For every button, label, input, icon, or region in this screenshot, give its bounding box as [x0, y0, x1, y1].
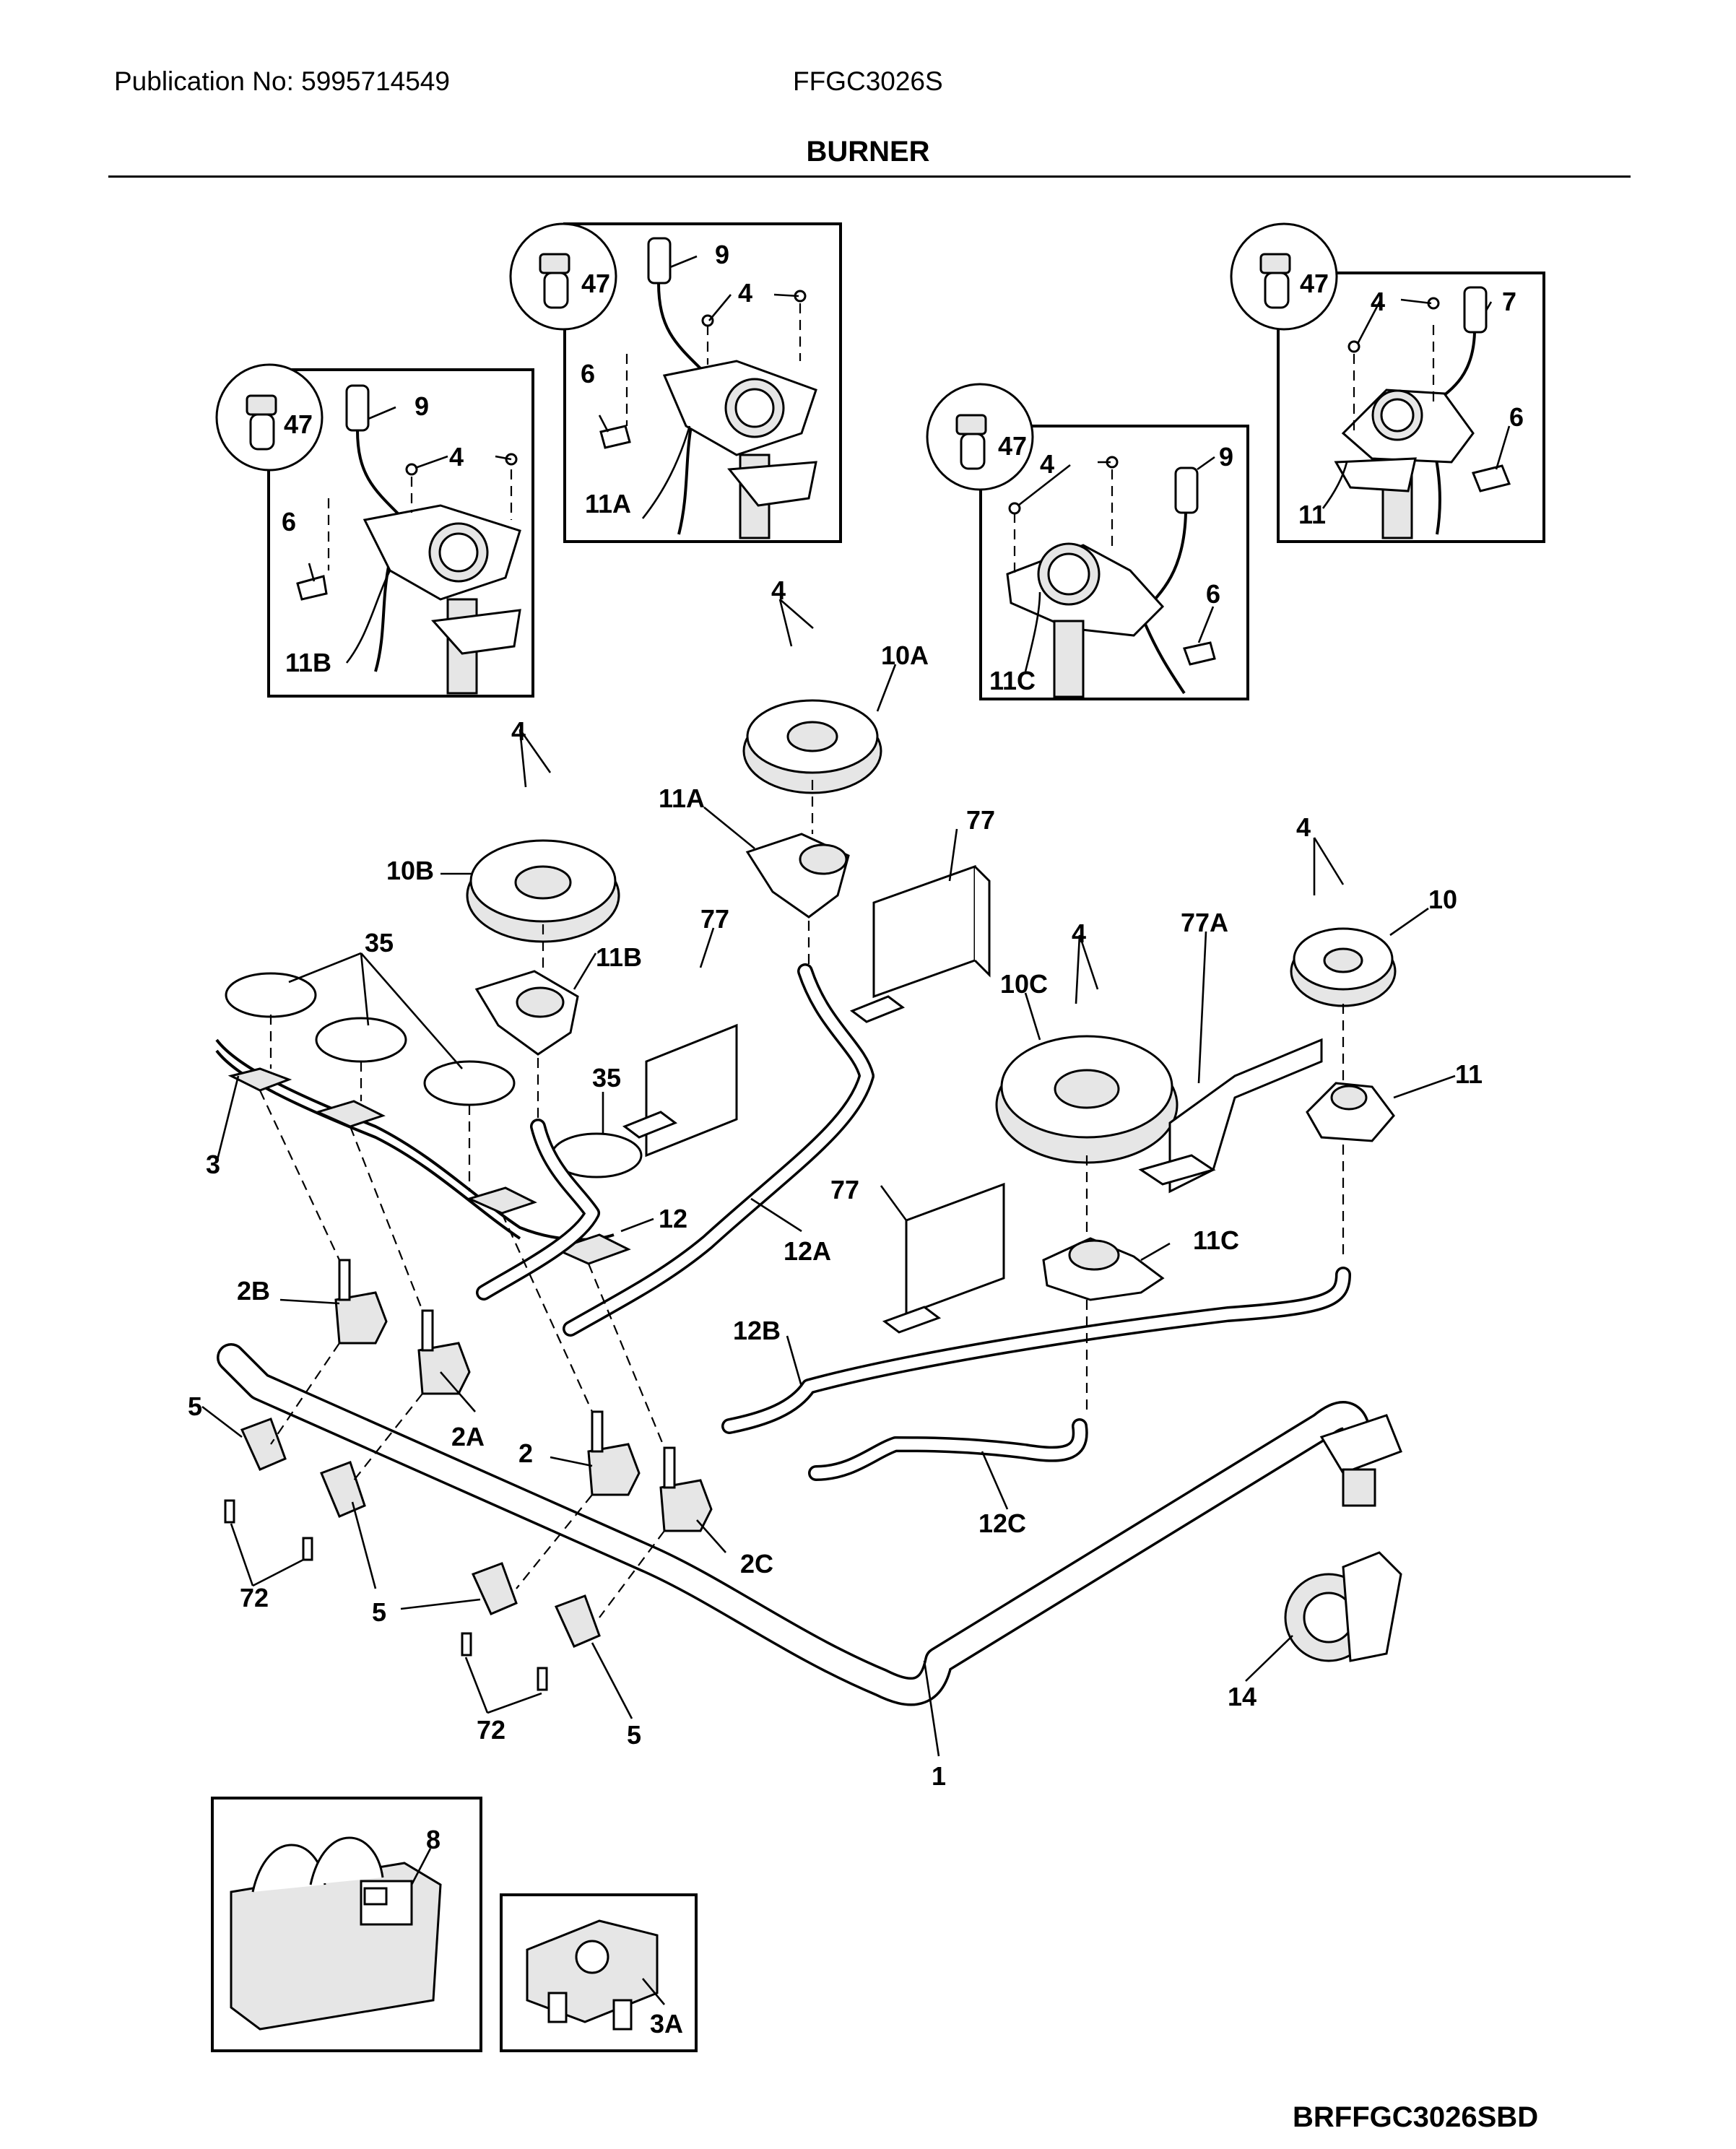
callout-72-right: 72 [477, 1715, 505, 1745]
callout-7-inset-11: 7 [1502, 287, 1516, 316]
callout-2c: 2C [740, 1549, 773, 1579]
inset-11a [509, 222, 842, 543]
callout-10a: 10A [881, 641, 929, 670]
callout-10: 10 [1428, 885, 1457, 914]
callout-3a: 3A [650, 2009, 683, 2039]
callout-2a: 2A [451, 1422, 485, 1451]
callout-labels: 47 9 4 6 11B 47 9 4 6 11A 47 9 4 6 11C 4… [188, 240, 1524, 2039]
inset-8 [211, 1797, 482, 2052]
callout-77-mid: 77 [700, 904, 729, 934]
callout-4-inset-11b: 4 [449, 442, 464, 472]
burner-head-10b [466, 839, 620, 943]
diagram-code: BRFFGC3026SBD [1293, 2101, 1539, 2133]
burner-base-11a [745, 833, 850, 919]
callout-4-inset-11a: 4 [738, 278, 752, 308]
clips-and-screws [224, 1418, 601, 1691]
callout-10b: 10B [386, 856, 434, 885]
inset-11b [215, 363, 534, 698]
callout-11: 11 [1455, 1059, 1483, 1089]
header-rule [108, 175, 1631, 178]
model-number: FFGC3026S [793, 66, 943, 96]
burner-head-10 [1290, 927, 1397, 1007]
callout-9-inset-11c: 9 [1219, 442, 1233, 472]
bracket-77-c [882, 1182, 1005, 1334]
callout-47-inset-11b: 47 [284, 409, 313, 439]
callout-77-bottom: 77 [830, 1175, 859, 1204]
callout-11c-inset: 11C [989, 666, 1036, 695]
callout-2: 2 [518, 1438, 533, 1468]
callout-77-top: 77 [966, 805, 995, 835]
callout-1: 1 [932, 1761, 946, 1791]
callout-8: 8 [426, 1825, 440, 1854]
bracket-77-b [622, 1023, 738, 1158]
inset-3a [500, 1893, 698, 2052]
callout-4-burner-10: 4 [1296, 812, 1311, 842]
callout-11b: 11B [596, 942, 642, 972]
callout-6-inset-11: 6 [1509, 402, 1524, 432]
publication-number: Publication No: 5995714549 [114, 66, 450, 96]
burner-base-11 [1306, 1082, 1395, 1142]
callout-6-inset-11b: 6 [282, 507, 296, 537]
inset-11 [1230, 222, 1545, 543]
callout-9-inset-11a: 9 [715, 240, 729, 269]
callout-47-inset-11: 47 [1300, 269, 1329, 298]
callout-47-inset-11a: 47 [581, 269, 610, 298]
callout-4-burner-10a: 4 [771, 576, 786, 605]
callout-11a: 11A [659, 783, 705, 813]
callout-9-inset-11b: 9 [415, 391, 429, 421]
tubes [476, 963, 1351, 1481]
callout-3: 3 [206, 1150, 220, 1179]
callout-11c: 11C [1193, 1225, 1239, 1255]
callout-47-inset-11c: 47 [998, 431, 1027, 461]
callout-12b: 12B [733, 1316, 781, 1345]
callout-35-top: 35 [365, 928, 394, 958]
manifold-pipe-1 [217, 1343, 1402, 1706]
leader-lines [201, 255, 1511, 2005]
callout-12a: 12A [784, 1236, 831, 1266]
burner-head-10c [995, 1035, 1179, 1164]
burner-base-11b [474, 970, 579, 1056]
callout-72-left: 72 [240, 1583, 269, 1612]
callout-12c: 12C [978, 1508, 1026, 1538]
callout-14: 14 [1228, 1682, 1257, 1711]
callout-4-burner-10c: 4 [1072, 919, 1086, 948]
page-title: BURNER [806, 136, 930, 168]
alignment-lines [259, 780, 1345, 1618]
callout-4-inset-11: 4 [1371, 287, 1385, 316]
burner-base-11c [1042, 1237, 1165, 1301]
valves [334, 1259, 713, 1532]
inset-11c [926, 383, 1249, 700]
callout-4-inset-11c: 4 [1040, 449, 1054, 479]
bracket-77-a [849, 864, 991, 1023]
callout-5-right: 5 [627, 1720, 641, 1750]
callout-12: 12 [659, 1204, 687, 1233]
callout-5-mid: 5 [372, 1597, 386, 1627]
callout-2b: 2B [237, 1276, 270, 1306]
callout-11-inset: 11 [1298, 500, 1326, 529]
burner-head-10a [742, 699, 882, 794]
callout-11b-inset: 11B [285, 648, 331, 677]
bracket-77a [1138, 1038, 1323, 1194]
callout-11a-inset: 11A [585, 489, 631, 518]
regulator-14 [1284, 1551, 1402, 1662]
heat-shields-35 [225, 972, 643, 1178]
callout-10c: 10C [1000, 969, 1048, 999]
callout-35-bottom: 35 [592, 1063, 621, 1093]
callout-4-burner-10b: 4 [511, 716, 526, 746]
callout-6-inset-11a: 6 [581, 359, 595, 388]
callout-77a: 77A [1181, 908, 1228, 937]
callout-6-inset-11c: 6 [1206, 579, 1220, 609]
callout-5-left: 5 [188, 1392, 202, 1421]
